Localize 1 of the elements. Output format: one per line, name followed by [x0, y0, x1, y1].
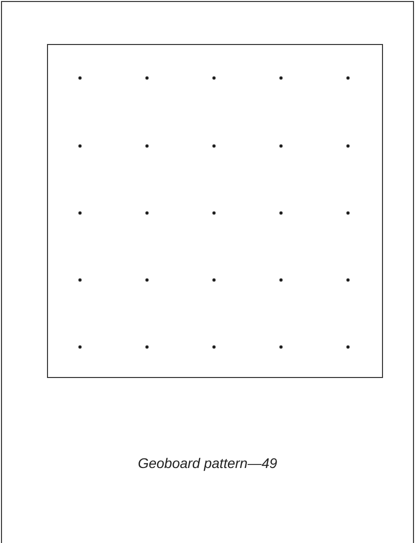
- caption: Geoboard pattern—49: [138, 455, 278, 471]
